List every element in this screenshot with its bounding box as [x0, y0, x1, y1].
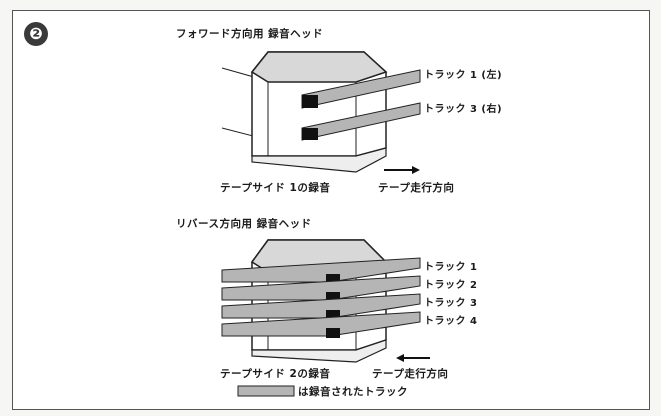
- reverse-track-2-label: トラック 2: [424, 280, 478, 291]
- forward-head-top: [250, 51, 388, 83]
- reverse-track-3-band: [221, 293, 421, 319]
- reverse-side-label: テープサイド 2の録音: [220, 368, 331, 380]
- forward-track-3-label: トラック 3 (右): [424, 104, 503, 115]
- reverse-title: リバース方向用 録音ヘッド: [176, 218, 312, 230]
- reverse-track-2-band: [221, 275, 421, 301]
- reverse-track-4-label: トラック 4: [424, 316, 478, 327]
- forward-gap-3: [302, 128, 318, 140]
- reverse-head-diagram: [221, 239, 430, 397]
- step-badge-icon: ❷: [24, 22, 48, 46]
- forward-side-label: テープサイド 1の録音: [220, 182, 331, 194]
- reverse-direction-label: テープ走行方向: [372, 368, 449, 380]
- forward-title: フォワード方向用 録音ヘッド: [176, 28, 324, 40]
- forward-gap-1: [302, 95, 318, 108]
- legend-swatch: [237, 385, 295, 397]
- reverse-track-1-label: トラック 1: [424, 262, 478, 273]
- legend-text: は録音されたトラック: [298, 386, 408, 398]
- reverse-track-1-band: [221, 257, 421, 283]
- reverse-track-4-band: [221, 311, 421, 337]
- forward-track-1-label: トラック 1 (左): [424, 70, 503, 81]
- forward-direction-label: テープ走行方向: [378, 182, 455, 194]
- reverse-track-3-label: トラック 3: [424, 298, 478, 309]
- forward-head-diagram: [221, 51, 421, 174]
